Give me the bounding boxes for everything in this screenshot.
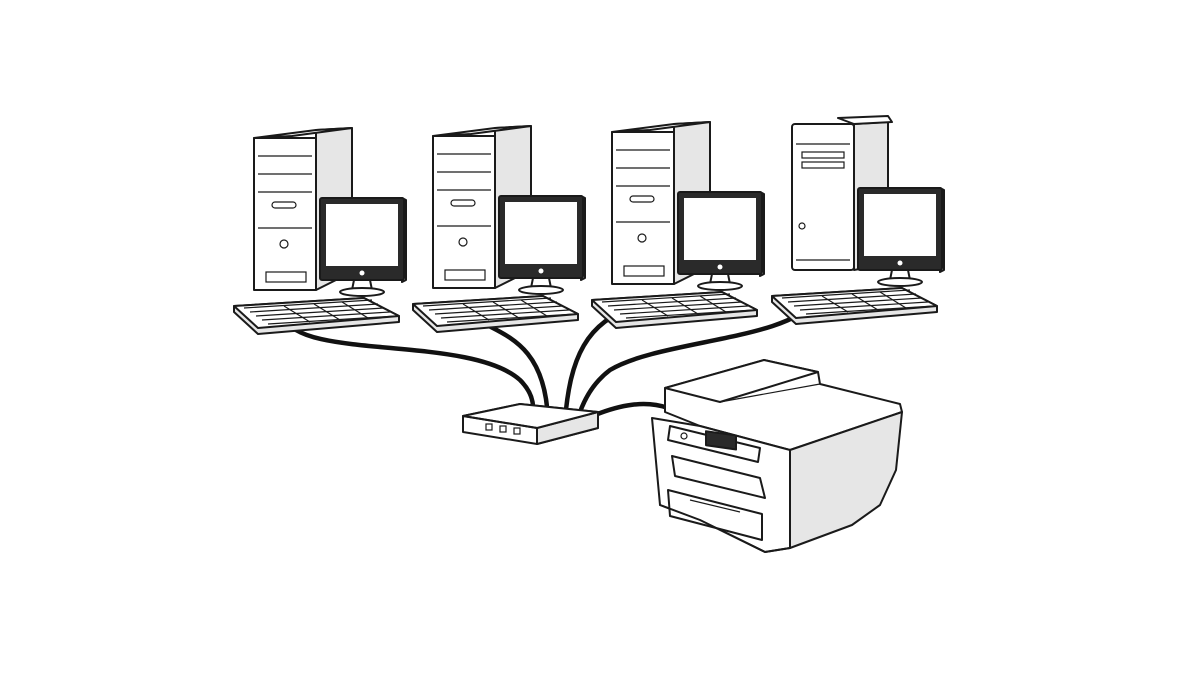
- cable-workstation-4: [575, 297, 818, 421]
- tower-pc-icon: [771, 115, 945, 325]
- cable-workstation-2: [472, 315, 551, 423]
- workstation-2: [412, 125, 586, 333]
- cable-printer: [592, 401, 671, 418]
- workstation-3: [591, 121, 765, 329]
- multifunction-printer-icon: [651, 359, 903, 553]
- workstation-1: [233, 127, 407, 335]
- workstation-4: [771, 115, 945, 325]
- network-hub-icon: [462, 403, 599, 445]
- cable-workstation-1: [282, 315, 536, 423]
- tower-pc-icon: [591, 121, 765, 329]
- tower-pc-icon: [233, 127, 407, 335]
- tower-pc-icon: [412, 125, 586, 333]
